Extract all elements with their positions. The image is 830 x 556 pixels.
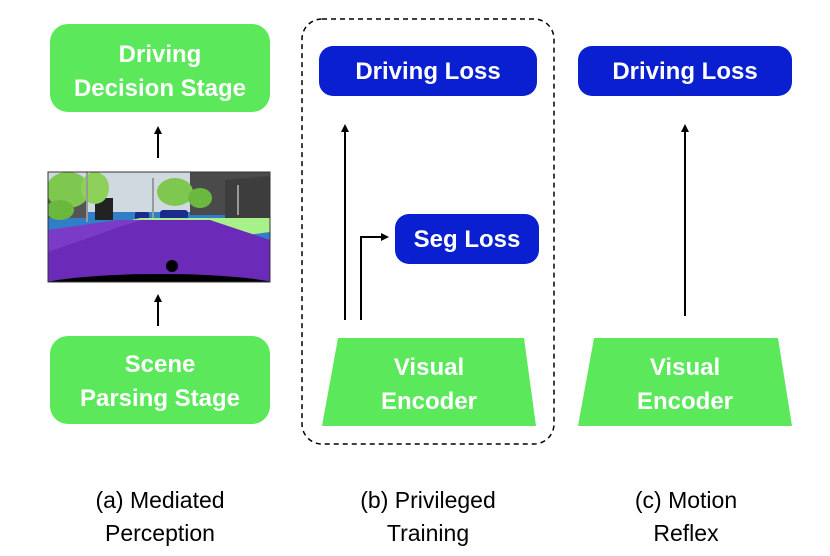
seg-loss-box: [395, 214, 539, 264]
caption-c-line1: (c) Motion: [635, 487, 737, 513]
driving-decision-stage-label-line1: Driving: [119, 41, 202, 68]
visual-encoder-label-b-line2: Encoder: [381, 388, 477, 415]
arrow-encoder-to-seg-loss: [360, 233, 389, 320]
caption-a-line2: Perception: [105, 520, 215, 546]
driving-loss-label-b: Driving Loss: [355, 58, 500, 85]
panel-motion-reflex: Driving Loss Visual Encoder (c) Motion R…: [578, 46, 792, 546]
visual-encoder-b: [322, 338, 536, 426]
caption-c-line2: Reflex: [653, 520, 719, 546]
panel-mediated-perception: Driving Decision Stage: [47, 24, 271, 546]
segmentation-image: [48, 172, 270, 282]
scene-parsing-stage-label-line1: Scene: [125, 351, 196, 378]
scene-parsing-stage-box: [50, 336, 270, 424]
caption-b-line1: (b) Privileged: [360, 487, 496, 513]
visual-encoder-label-b-line1: Visual: [394, 354, 464, 381]
driving-loss-box-b: [319, 46, 537, 96]
driving-loss-label-c: Driving Loss: [612, 58, 757, 85]
privileged-training-dashed-frame: [301, 18, 555, 445]
driving-decision-stage-label-line2: Decision Stage: [74, 75, 246, 102]
scene-parsing-stage-label-line2: Parsing Stage: [80, 385, 240, 412]
caption-a-line1: (a) Mediated: [95, 487, 224, 513]
visual-encoder-c: [578, 338, 792, 426]
caption-b-line2: Training: [387, 520, 469, 546]
seg-loss-label: Seg Loss: [414, 226, 521, 253]
visual-encoder-label-c-line2: Encoder: [637, 388, 733, 415]
driving-loss-box-c: [578, 46, 792, 96]
visual-encoder-label-c-line1: Visual: [650, 354, 720, 381]
driving-decision-stage-box: [50, 24, 270, 112]
panel-privileged-training: Driving Loss Seg Loss Visual Encoder (b)…: [301, 18, 555, 546]
